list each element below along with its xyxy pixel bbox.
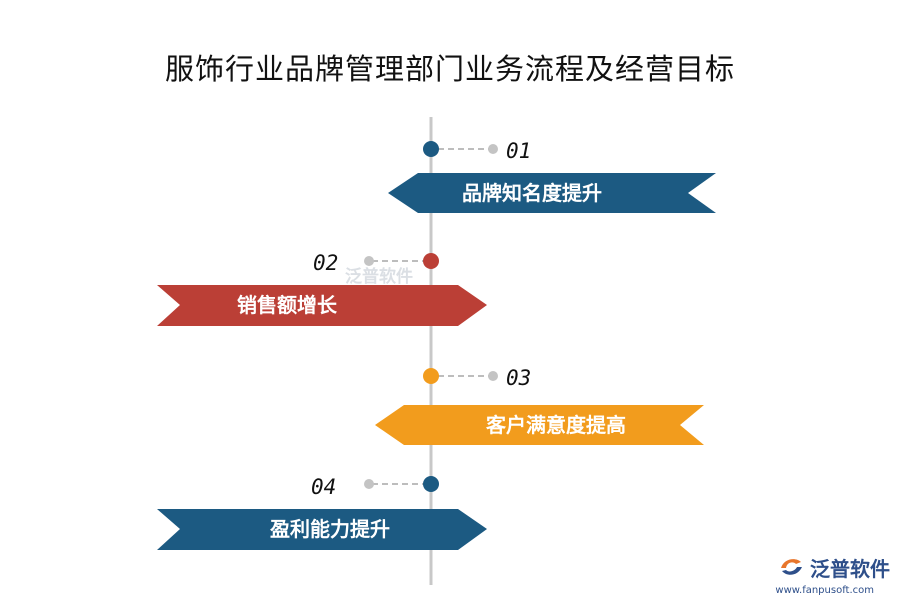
logo-url: www.fanpusoft.com: [775, 585, 874, 596]
step-01: 01 品牌知名度提升: [388, 139, 716, 213]
step-03-label: 客户满意度提高: [485, 413, 626, 437]
step-02-label: 销售额增长: [237, 293, 338, 317]
step-01-label: 品牌知名度提升: [462, 181, 602, 205]
watermark-text: 泛普软件: [345, 266, 413, 287]
step-04-number: 04: [311, 475, 336, 499]
step-04: 04 盈利能力提升: [157, 475, 487, 550]
step-03-number: 03: [506, 366, 531, 390]
step-04-end-dot: [364, 479, 374, 489]
brand-logo: 泛普软件: [778, 556, 890, 582]
step-02-banner: [157, 285, 487, 326]
fanpu-logo-icon: [778, 556, 804, 582]
logo-name: 泛普软件: [810, 557, 890, 581]
step-01-end-dot: [488, 144, 498, 154]
step-01-banner: [388, 173, 716, 213]
step-01-number: 01: [506, 139, 531, 163]
step-04-banner: [157, 509, 487, 550]
step-03-end-dot: [488, 371, 498, 381]
page-title: 服饰行业品牌管理部门业务流程及经营目标: [164, 52, 735, 86]
step-02-end-dot: [364, 256, 374, 266]
step-02-node: [423, 253, 439, 269]
step-04-label: 盈利能力提升: [269, 517, 390, 541]
step-03-banner: [375, 405, 704, 445]
step-03-node: [423, 368, 439, 384]
step-01-node: [423, 141, 439, 157]
step-03: 03 客户满意度提高: [375, 366, 704, 445]
step-02: 02 泛普软件 销售额增长: [157, 251, 487, 326]
step-02-number: 02: [313, 251, 338, 275]
step-04-node: [423, 476, 439, 492]
